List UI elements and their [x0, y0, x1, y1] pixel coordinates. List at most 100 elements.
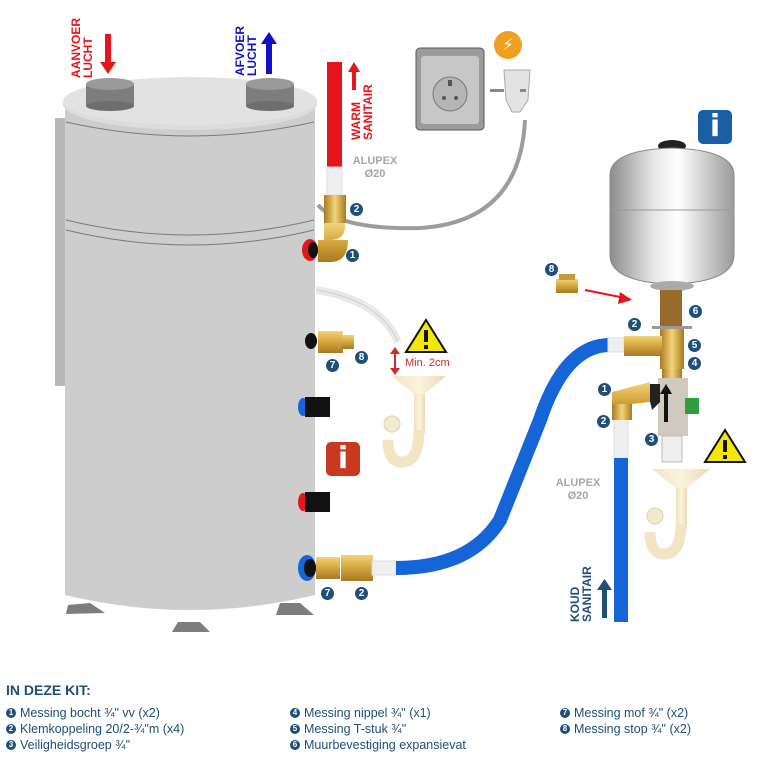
warning-icon — [404, 318, 448, 353]
brass-stop — [556, 279, 578, 293]
kit-item-number: 5 — [290, 724, 300, 734]
drain-trap — [382, 376, 446, 468]
alupex-label-bottom-line2: Ø20 — [567, 490, 589, 502]
brass-elbow — [318, 223, 348, 262]
callout-8-right: 8 — [545, 263, 558, 276]
tank-band — [65, 219, 315, 236]
kit-item: 3 Veiligheidsgroep ¾" — [6, 737, 184, 753]
pipe-white-right — [607, 337, 625, 353]
clamp-coupling-right — [624, 336, 662, 356]
kit-item-number: 6 — [290, 740, 300, 750]
air-out-arrow — [261, 32, 277, 74]
kit-item: 7 Messing mof ¾" (x2) — [560, 705, 691, 721]
tank-body — [65, 105, 315, 610]
tank-foot — [66, 603, 105, 614]
warm-pipe-red — [327, 62, 342, 167]
air-in-arrow — [100, 34, 116, 74]
wall-socket-icon — [415, 47, 485, 131]
cold-sanitary-label: KOUD SANITAIR — [568, 566, 594, 622]
cold-arrow — [597, 579, 612, 618]
callout-1: 1 — [346, 249, 359, 262]
callout-4: 4 — [688, 357, 701, 370]
brass-socket — [318, 331, 343, 353]
plug-icon — [490, 69, 531, 113]
min-distance-label: Min. 2cm — [405, 357, 450, 369]
safety-group — [646, 378, 699, 463]
callout-1-right: 1 — [598, 383, 611, 396]
brass-stop-head — [559, 274, 575, 280]
alupex-label-top-line2: Ø20 — [364, 168, 386, 180]
pipe-white-bottom — [371, 560, 397, 576]
tank-band — [65, 229, 315, 246]
cold-pipe-main — [395, 338, 611, 575]
alupex-label-bottom-line1: ALUPEX — [555, 477, 601, 489]
info-icon-blue[interactable]: i — [698, 110, 732, 144]
brass-plug — [342, 335, 354, 349]
kit-item-number: 4 — [290, 708, 300, 718]
kit-item-text: Muurbevestiging expansievat — [304, 738, 466, 752]
installation-diagram — [55, 31, 747, 632]
callout-7-bottom: 7 — [321, 587, 334, 600]
cold-feed-white — [613, 417, 629, 459]
callout-2-bottom: 2 — [355, 587, 368, 600]
info-icon-red[interactable]: i — [326, 442, 360, 476]
kit-title: IN DEZE KIT: — [6, 682, 91, 698]
lightning-icon: ⚡ — [502, 35, 514, 54]
kit-item-number: 3 — [6, 740, 16, 750]
callout-8: 8 — [355, 351, 368, 364]
kit-item: 8 Messing stop ¾" (x2) — [560, 721, 691, 737]
air-inlet-duct — [86, 78, 134, 111]
callout-5: 5 — [688, 339, 701, 352]
kit-item-text: Messing mof ¾" (x2) — [574, 706, 689, 720]
tank-foot — [276, 603, 314, 615]
air-inlet-label: AANVOER LUCHT — [69, 18, 95, 78]
air-outlet-label: AFVOER LUCHT — [233, 26, 259, 76]
callout-7: 7 — [326, 359, 339, 372]
air-inlet-label-line2: LUCHT — [81, 37, 95, 78]
power-icon-badge — [494, 31, 522, 59]
kit-item-number: 8 — [560, 724, 570, 734]
callout-2: 2 — [350, 203, 363, 216]
condensate-hose-edge — [315, 289, 399, 343]
alupex-label-bottom: ALUPEX Ø20 — [553, 477, 603, 503]
drain-trap — [644, 469, 710, 560]
warm-arrow — [348, 62, 360, 90]
cold-label-line2: SANITAIR — [580, 566, 594, 622]
hot-outlet-hole — [308, 242, 318, 258]
clamp-coupling — [324, 195, 346, 223]
bracket-plate — [652, 326, 692, 329]
tank-port-black — [305, 397, 330, 417]
distance-arrow — [390, 347, 400, 375]
brass-tee — [660, 329, 684, 369]
cold-feed-blue — [614, 458, 628, 622]
kit-column-3: 7 Messing mof ¾" (x2) 8 Messing stop ¾" (x… — [560, 705, 691, 737]
alupex-label-top: ALUPEX Ø20 — [350, 155, 400, 181]
clamp-coupling-right-low — [612, 404, 632, 420]
callout-3: 3 — [645, 433, 658, 446]
air-outlet-duct — [246, 78, 294, 111]
brass-nipple — [662, 369, 682, 379]
kit-item-number: 1 — [6, 708, 16, 718]
kit-item-text: Klemkoppeling 20/2-¾"m (x4) — [20, 722, 185, 736]
callout-2-right: 2 — [628, 318, 641, 331]
kit-item-text: Messing nippel ¾" (x1) — [304, 706, 431, 720]
expansion-vessel — [609, 140, 735, 291]
kit-item: 6 Muurbevestiging expansievat — [290, 737, 466, 753]
kit-item-text: Veiligheidsgroep ¾" — [20, 738, 131, 752]
kit-item-number: 7 — [560, 708, 570, 718]
warm-label-line2: SANITAIR — [361, 84, 375, 140]
callout-2-right-low: 2 — [597, 415, 610, 428]
kit-item: 4 Messing nippel ¾" (x1) — [290, 705, 466, 721]
alupex-label-top-line1: ALUPEX — [352, 155, 398, 167]
cold-inlet-hole — [304, 559, 316, 577]
tank-port — [305, 333, 317, 349]
warning-icon — [703, 428, 747, 463]
kit-item-text: Messing stop ¾" (x2) — [574, 722, 691, 736]
tank-port-black — [305, 492, 330, 512]
wall-bracket-fitting — [660, 290, 682, 326]
